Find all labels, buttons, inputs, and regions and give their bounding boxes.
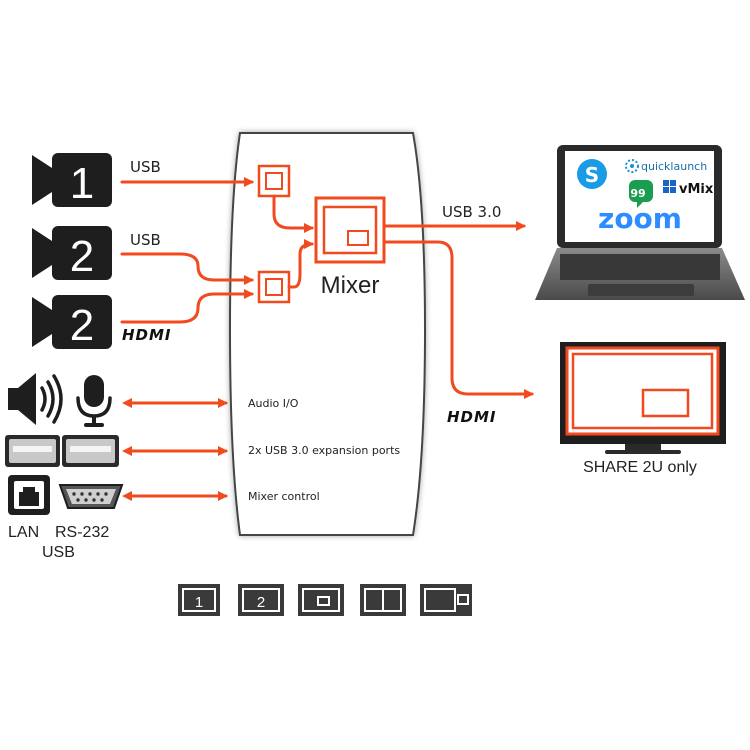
wire-input-2 (120, 252, 254, 285)
lan-port-icon (8, 475, 50, 515)
input-2-port-label: USB (130, 231, 161, 249)
usb-capture-chip (257, 164, 291, 198)
rs232-label: RS-232 (55, 524, 109, 541)
layout-button-1[interactable]: 1 (178, 584, 220, 616)
lan-label: LAN (8, 524, 39, 541)
usb-connector-label: USB (42, 544, 75, 561)
speaker-icon (8, 373, 63, 425)
input-3-hdmi-label: HDMI (122, 326, 172, 344)
hdmi-capture-chip (257, 270, 291, 304)
camera-input-1: 1 (32, 153, 112, 208)
layout-1-label: 1 (195, 594, 203, 611)
skype-icon: S (577, 159, 607, 189)
wire-chip1-mixer (272, 194, 314, 233)
laptop: S quicklaunch 99 vMix zoom (535, 145, 745, 300)
quicklaunch-icon (625, 159, 639, 173)
hdmi-output-label: HDMI (447, 408, 497, 426)
wire-input-3 (120, 289, 254, 324)
layout-button-side-by-side[interactable] (420, 584, 472, 616)
layout-button-pip[interactable] (298, 584, 344, 616)
quicklaunch-label: quicklaunch (641, 160, 707, 173)
vmix-label: vMix (679, 182, 714, 197)
svg-text:S: S (585, 163, 599, 187)
usb-expansion-label: 2x USB 3.0 expansion ports (248, 444, 400, 457)
mixer-module (314, 196, 386, 264)
monitor-caption: SHARE 2U only (583, 459, 697, 476)
zoom-label: zoom (598, 202, 682, 235)
vmix-icon (663, 180, 676, 193)
monitor (560, 342, 726, 454)
mixer-label: Mixer (321, 272, 380, 299)
wire-hdmi-output (382, 240, 534, 399)
serial-port-icon (58, 484, 124, 509)
microphone-icon (76, 375, 112, 427)
camera-input-2-hdmi: 2 (32, 295, 112, 350)
usb-port-icon-1 (5, 435, 60, 467)
layout-button-split[interactable] (360, 584, 406, 616)
layout-2-label: 2 (257, 594, 265, 611)
input-1-port-label: USB (130, 158, 161, 176)
camera-1-number: 1 (70, 159, 94, 208)
camera-3-number: 2 (70, 301, 94, 350)
usb-output-label: USB 3.0 (442, 203, 501, 221)
layout-button-2[interactable]: 2 (238, 584, 284, 616)
camera-input-2-usb: 2 (32, 226, 112, 281)
svg-text:99: 99 (630, 187, 645, 200)
mixer-control-label: Mixer control (248, 490, 320, 503)
camera-2-number: 2 (70, 232, 94, 281)
usb-port-icon-2 (62, 435, 119, 467)
audio-io-label: Audio I/O (248, 397, 299, 410)
wire-chip2-mixer (287, 239, 314, 289)
hangouts-icon: 99 (629, 180, 653, 208)
